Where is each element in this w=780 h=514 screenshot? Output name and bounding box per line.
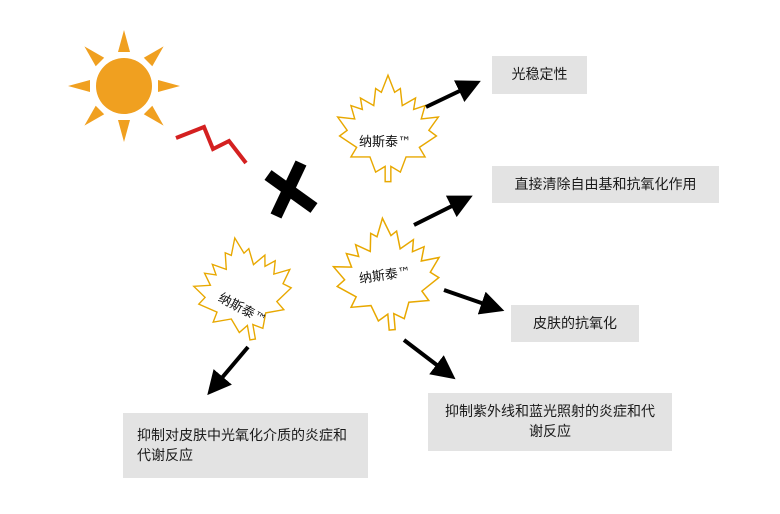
lightning-icon bbox=[175, 124, 248, 165]
leaf-label-top: 纳斯泰™ bbox=[359, 135, 412, 150]
benefit-skin-antioxidant: 皮肤的抗氧化 bbox=[511, 305, 639, 342]
sun-ray bbox=[118, 120, 130, 142]
sun-ray bbox=[118, 30, 130, 52]
maple-leaf-icon bbox=[336, 74, 440, 183]
benefit-uv-blue-light: 抑制紫外线和蓝光照射的炎症和代谢反应 bbox=[428, 393, 672, 451]
sun-icon bbox=[68, 30, 180, 142]
benefit-radical-scavenging-text: 直接清除自由基和抗氧化作用 bbox=[514, 176, 697, 193]
sun-ray bbox=[158, 80, 180, 92]
benefit-uv-blue-light-text: 抑制紫外线和蓝光照射的炎症和代谢反应 bbox=[445, 404, 655, 440]
sun-ray bbox=[68, 80, 90, 92]
cross-icon bbox=[264, 160, 318, 219]
arrow-icon bbox=[207, 80, 505, 396]
sun-ray bbox=[143, 46, 164, 67]
maple-leaf-icon bbox=[186, 228, 302, 349]
sun-ray bbox=[143, 105, 164, 126]
benefit-photooxidation-mediator-text: 抑制对皮肤中光氧化介质的炎症和代谢反应 bbox=[137, 427, 347, 464]
benefit-skin-antioxidant-text: 皮肤的抗氧化 bbox=[533, 315, 617, 332]
sun-ray bbox=[84, 105, 105, 126]
benefit-photostability-text: 光稳定性 bbox=[511, 67, 568, 83]
benefit-photostability: 光稳定性 bbox=[492, 56, 587, 94]
benefit-radical-scavenging: 直接清除自由基和抗氧化作用 bbox=[492, 166, 719, 203]
benefit-photooxidation-mediator: 抑制对皮肤中光氧化介质的炎症和代谢反应 bbox=[123, 413, 368, 478]
sun-ray bbox=[84, 46, 105, 67]
